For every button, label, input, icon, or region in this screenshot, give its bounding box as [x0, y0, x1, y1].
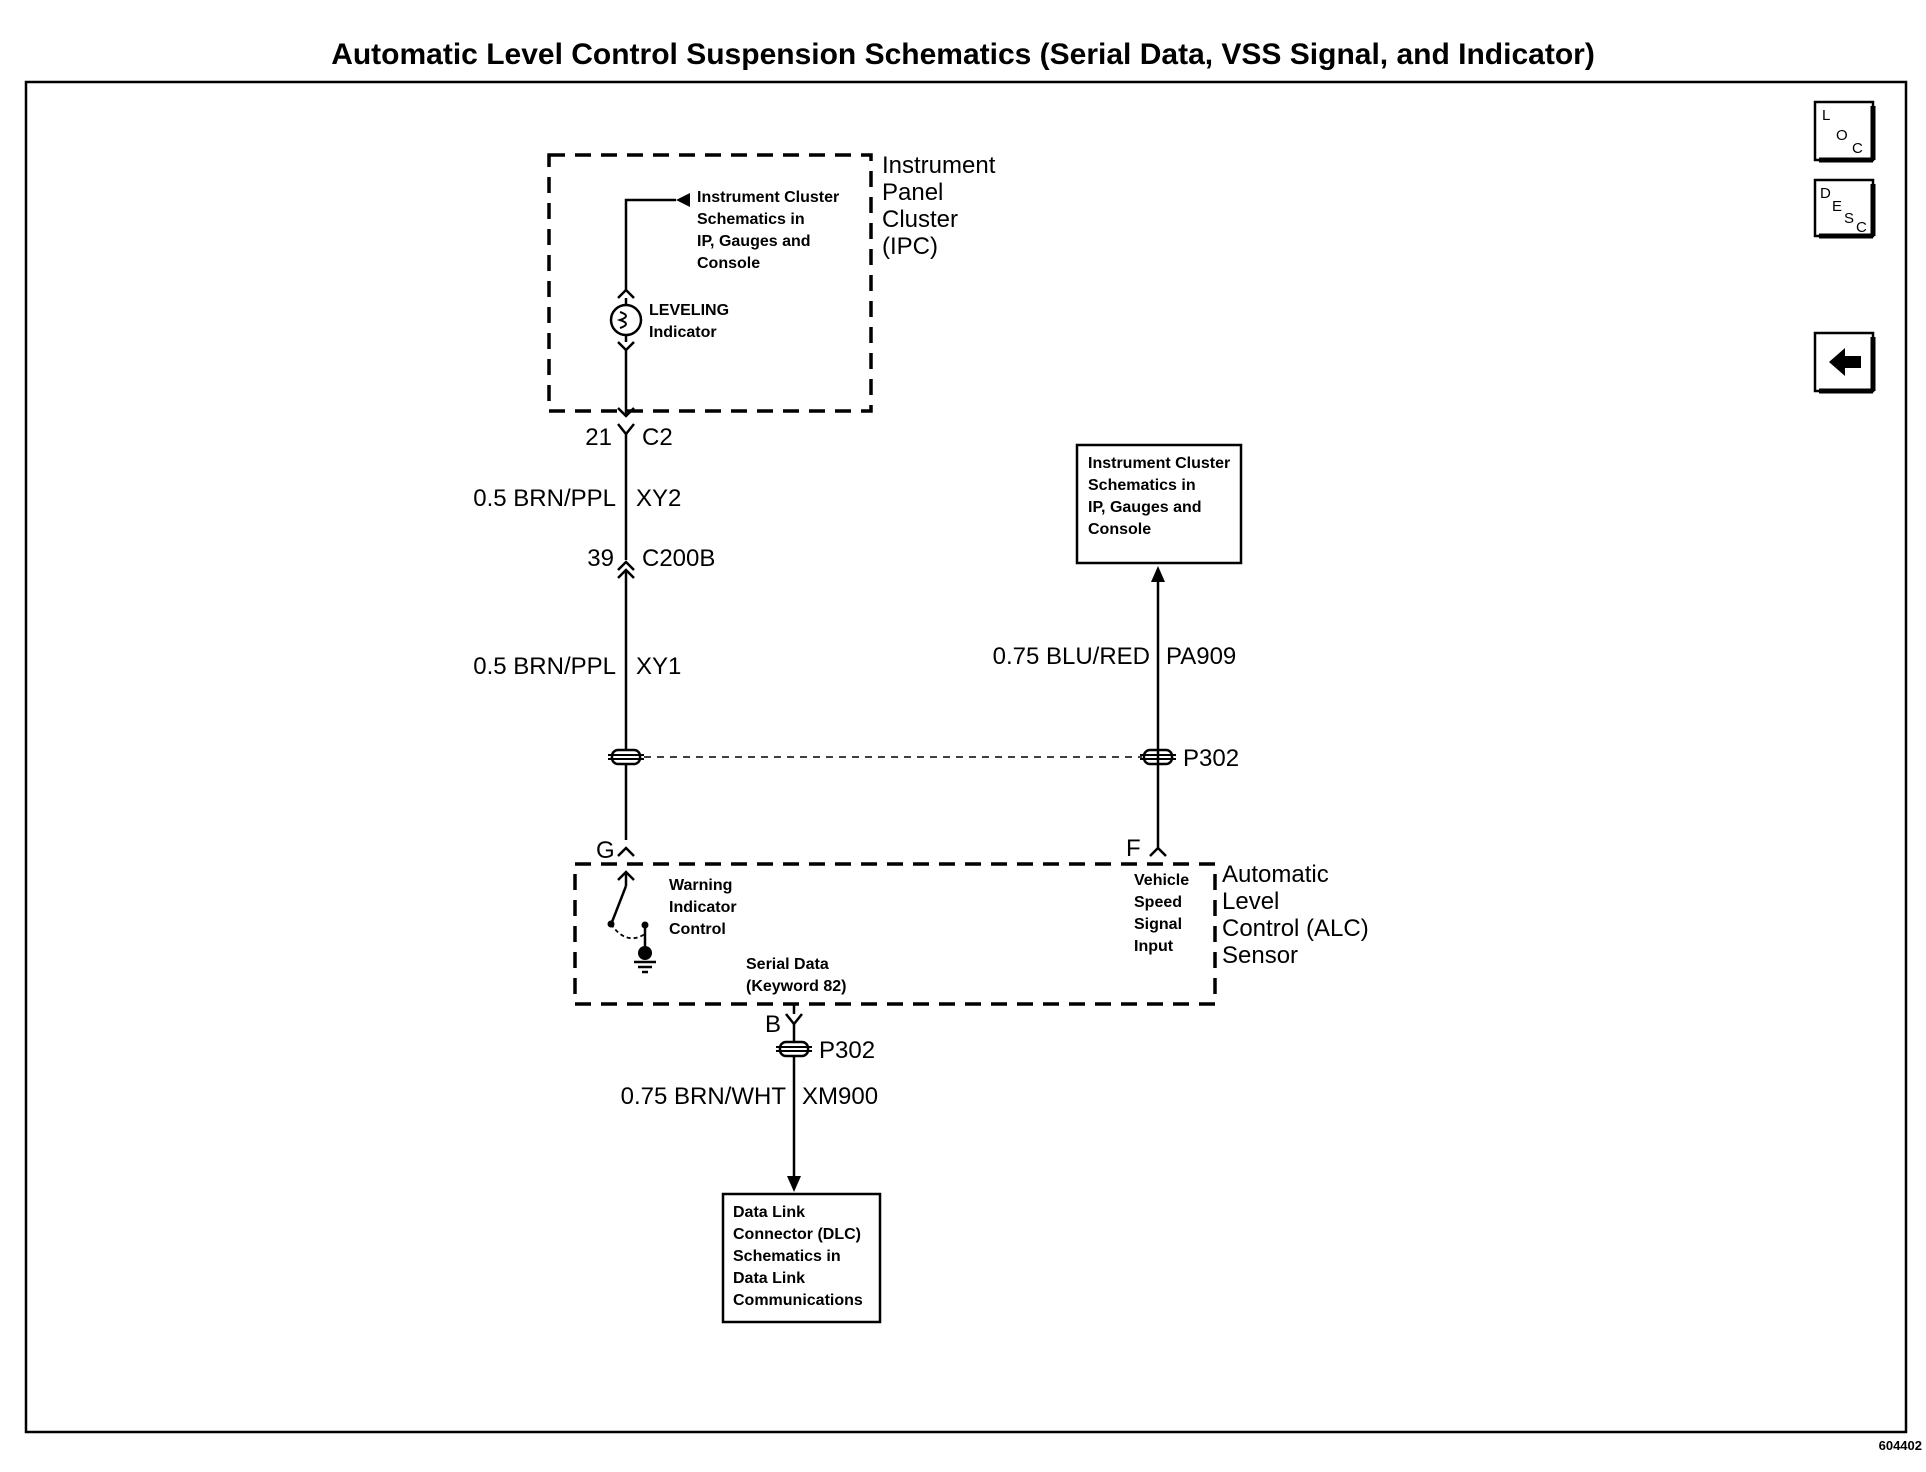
- loc-button[interactable]: L O C: [1813, 100, 1876, 163]
- leveling-indicator-label: LEVELING Indicator: [649, 302, 733, 341]
- dlc-ref-box[interactable]: [721, 1192, 882, 1324]
- desc-letter-s: S: [1844, 210, 1854, 227]
- c2-connector-label: C2: [642, 424, 673, 451]
- desc-button[interactable]: D E S C: [1813, 178, 1876, 239]
- loc-letter-c: C: [1852, 140, 1863, 157]
- ipc-internal-wire: [624, 198, 676, 290]
- c200b-connector-icon: [617, 560, 635, 571]
- dlc-ref-text: Data Link Connector (DLC) Schematics in …: [733, 1204, 865, 1309]
- warning-indicator-switch-icon: [607, 885, 649, 948]
- p302-bottom-connector-icon: [776, 1040, 812, 1058]
- leveling-indicator-lamp-icon: [609, 303, 643, 337]
- xy1-circuit-label: XY1: [636, 653, 681, 680]
- left-arrow-icon: [1829, 348, 1861, 376]
- ipc-boundary: [547, 153, 873, 413]
- c200b-connector-label: C200B: [642, 545, 715, 572]
- vehicle-speed-signal-input-label: Vehicle Speed Signal Input: [1134, 872, 1194, 955]
- back-button[interactable]: [1813, 331, 1876, 394]
- lamp-top-chevron-icon: [617, 288, 635, 299]
- p302-right-label: P302: [1183, 745, 1239, 772]
- instrument-cluster-ref-box[interactable]: [1075, 443, 1243, 565]
- c200b-pin-number: 39: [587, 545, 614, 572]
- pa909-up-arrow-icon: [1151, 566, 1165, 582]
- p302-left-connector-icon: [608, 748, 644, 766]
- pin-g-chevron-icon: [617, 846, 635, 857]
- lamp-bottom-chevron-icon: [617, 341, 635, 352]
- p302-bottom-label: P302: [819, 1037, 875, 1064]
- xm900-circuit-label: XM900: [802, 1083, 878, 1110]
- desc-letter-e: E: [1832, 198, 1842, 215]
- serial-data-label: Serial Data (Keyword 82): [746, 956, 846, 995]
- ipc-ref-arrow-icon: [676, 193, 690, 207]
- loc-letter-l: L: [1822, 107, 1830, 124]
- warning-indicator-control-label: Warning Indicator Control: [669, 877, 741, 938]
- loc-letter-o: O: [1836, 127, 1848, 144]
- xm900-down-arrow-icon: [787, 1176, 801, 1192]
- c2-pin-number: 21: [585, 424, 612, 451]
- pin-f-label: F: [1126, 835, 1141, 862]
- alc-sensor-label: Automatic Level Control (ALC) Sensor: [1222, 861, 1375, 969]
- pa909-wire-spec: 0.75 BLU/RED: [993, 643, 1150, 670]
- pin-b-connector-icon: [785, 1013, 803, 1027]
- diagram-frame: [24, 80, 1908, 1434]
- pin-b-label: B: [765, 1011, 781, 1038]
- pin-g-label: G: [596, 837, 615, 864]
- xy2-circuit-label: XY2: [636, 485, 681, 512]
- xy1-wire-spec: 0.5 BRN/PPL: [473, 653, 616, 680]
- alc-sensor-boundary: [573, 862, 1217, 1006]
- instrument-cluster-ref-text: Instrument Cluster Schematics in IP, Gau…: [1088, 455, 1235, 538]
- xm900-wire-spec: 0.75 BRN/WHT: [621, 1083, 787, 1110]
- pin-f-chevron-icon: [1149, 846, 1167, 857]
- c2-connector-icon: [617, 423, 635, 437]
- ipc-ref-text: Instrument Cluster Schematics in IP, Gau…: [697, 189, 844, 272]
- ground-icon: [634, 946, 656, 974]
- xy2-wire-spec: 0.5 BRN/PPL: [473, 485, 616, 512]
- ipc-label: Instrument Panel Cluster (IPC): [882, 152, 1002, 260]
- desc-letter-c: C: [1856, 219, 1867, 236]
- page-title: Automatic Level Control Suspension Schem…: [331, 38, 1595, 71]
- desc-letter-d: D: [1820, 185, 1831, 202]
- figure-number: 604402: [1879, 1438, 1922, 1453]
- pa909-circuit-label: PA909: [1166, 643, 1236, 670]
- ipc-exit-chevron-icon: [617, 407, 635, 418]
